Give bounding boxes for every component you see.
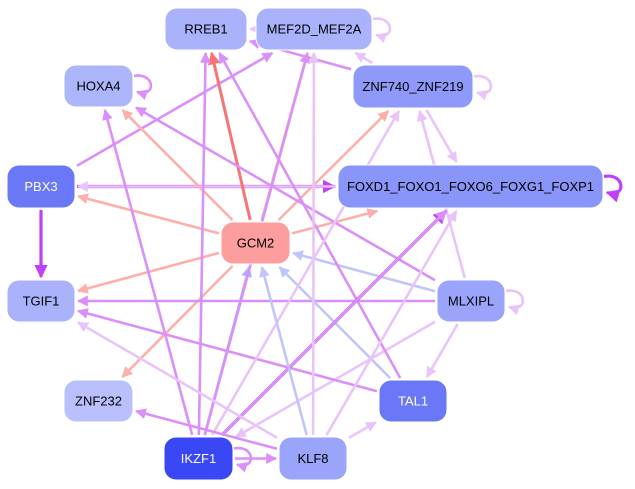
edge-znf740_znf219-to-foxd1 — [425, 109, 458, 163]
node-rreb1[interactable]: RREB1 — [164, 7, 248, 51]
edge-ikzf1-to-foxd1 — [221, 210, 447, 436]
edge-klf8-to-tal1 — [348, 421, 377, 439]
node-label: TAL1 — [398, 393, 428, 408]
node-ikzf1[interactable]: IKZF1 — [163, 436, 234, 481]
node-label: TGIF1 — [23, 293, 60, 308]
node-tgif1[interactable]: TGIF1 — [6, 279, 76, 323]
node-label: IKZF1 — [181, 451, 216, 466]
node-label: GCM2 — [237, 235, 275, 250]
node-mlxipl[interactable]: MLXIPL — [436, 279, 506, 323]
node-label: MEF2D_MEF2A — [267, 21, 362, 36]
edge-ikzf1-to-ikzf1 — [233, 446, 253, 473]
node-box — [164, 7, 248, 51]
edge-mlxipl-to-mlxipl — [505, 289, 525, 316]
edge-klf8-to-gcm2 — [259, 265, 308, 436]
node-label: KLF8 — [297, 451, 328, 466]
edge-ikzf1-to-rreb1 — [197, 51, 211, 436]
node-box — [163, 436, 234, 481]
edge-znf740_znf219-to-znf740_znf219 — [473, 74, 493, 101]
node-label: FOXD1_FOXO1_FOXO6_FOXG1_FOXP1 — [347, 179, 594, 194]
edge-gcm2-to-rreb1 — [208, 51, 252, 221]
edge-foxd1-to-foxd1 — [603, 174, 623, 203]
edge-klf8-to-foxd1 — [325, 210, 458, 436]
node-znf740-znf219[interactable]: ZNF740_ZNF219 — [352, 64, 474, 109]
edge-hoxa4-to-hoxa4 — [133, 74, 153, 101]
node-box — [436, 279, 506, 323]
node-klf8[interactable]: KLF8 — [278, 436, 348, 481]
edge-gcm2-to-znf232 — [121, 265, 234, 378]
edge-pbx3-to-mef2d_mef2a — [76, 51, 274, 167]
node-label: RREB1 — [184, 21, 227, 36]
node-box — [220, 221, 291, 265]
node-znf232[interactable]: ZNF232 — [63, 379, 134, 423]
edge-klf8-to-mef2d_mef2a — [308, 51, 320, 436]
node-label: HOXA4 — [76, 78, 120, 93]
node-box — [63, 64, 134, 108]
node-box — [63, 379, 134, 423]
node-box — [6, 279, 76, 323]
node-box — [352, 64, 474, 109]
node-hoxa4[interactable]: HOXA4 — [63, 64, 134, 108]
edge-mef2d_mef2a-to-mef2d_mef2a — [372, 17, 392, 44]
edge-znf740_znf219-to-mef2d_mef2a — [354, 51, 374, 65]
edge-mlxipl-to-hoxa4 — [135, 106, 436, 282]
edge-mlxipl-to-tal1 — [425, 323, 459, 378]
node-box — [278, 436, 348, 481]
node-box — [255, 7, 373, 51]
edge-tal1-to-rreb1 — [218, 52, 402, 379]
node-box — [378, 379, 448, 423]
node-pbx3[interactable]: PBX3 — [6, 164, 76, 209]
node-gcm2[interactable]: GCM2 — [220, 221, 291, 265]
node-label: PBX3 — [24, 179, 57, 194]
node-tal1[interactable]: TAL1 — [378, 379, 448, 423]
edge-klf8-to-znf232 — [134, 408, 278, 451]
node-label: ZNF232 — [75, 393, 122, 408]
edge-gcm2-to-hoxa4 — [121, 109, 234, 221]
edge-gcm2-to-pbx3 — [76, 193, 220, 235]
node-label: MLXIPL — [448, 293, 494, 308]
node-mef2d-mef2a[interactable]: MEF2D_MEF2A — [255, 7, 373, 51]
edge-klf8-to-tgif1 — [77, 321, 278, 439]
edges-layer — [34, 17, 623, 473]
node-label: ZNF740_ZNF219 — [362, 79, 463, 94]
node-foxd1[interactable]: FOXD1_FOXO1_FOXO6_FOXG1_FOXP1 — [337, 164, 604, 209]
node-box — [6, 164, 76, 209]
node-box — [337, 164, 604, 209]
edge-mlxipl-to-gcm2 — [291, 250, 436, 293]
